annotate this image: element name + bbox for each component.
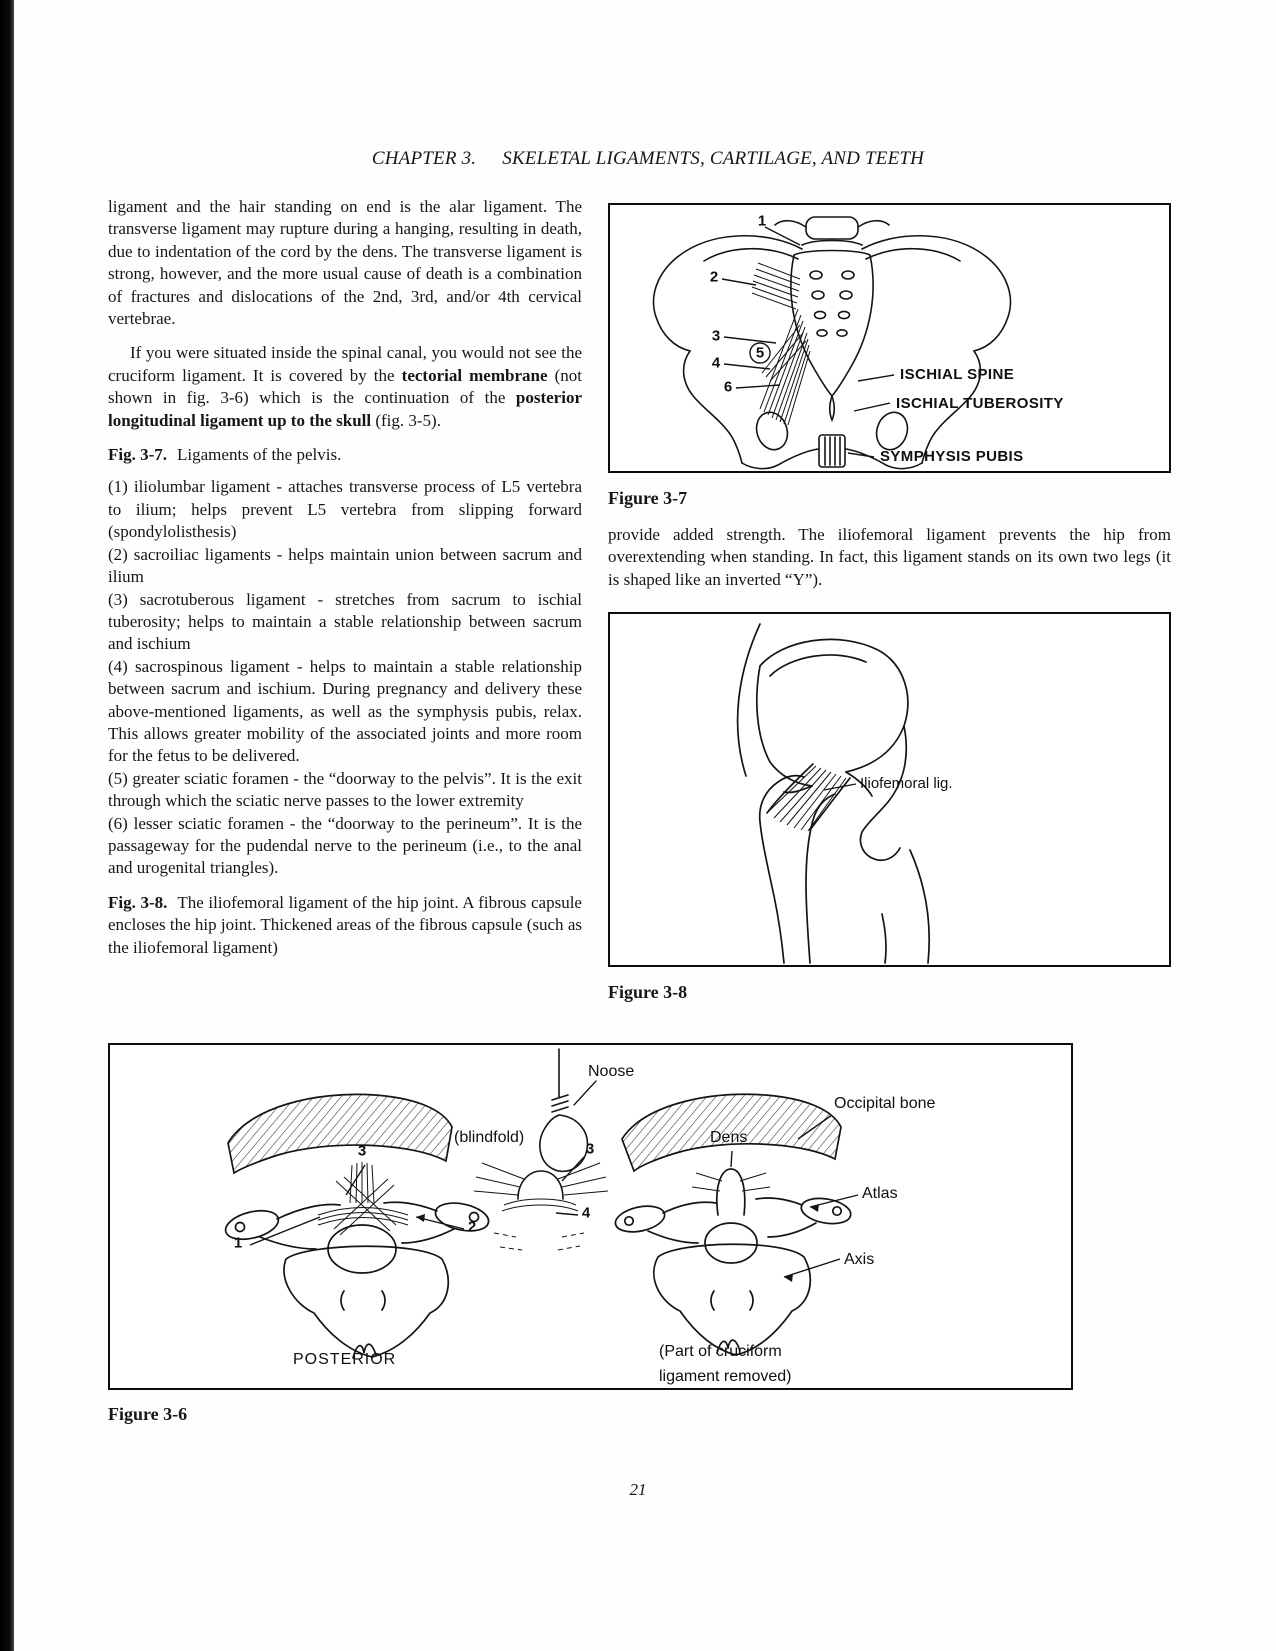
fig-3-7-caption: Fig. 3-7. Ligaments of the pelvis. — [108, 444, 582, 466]
hip-joint-drawing — [736, 623, 931, 965]
symphysis-pubis-label: SYMPHYSIS PUBIS — [880, 448, 1024, 465]
fig-3-7-caption-text: Ligaments of the pelvis. — [177, 445, 342, 465]
dens-label: Dens — [710, 1129, 748, 1146]
text-segment: (fig. 3-5). — [371, 410, 441, 430]
atlas-label: Atlas — [862, 1185, 898, 1202]
bold-posterior-longitudinal-ligament: posterior longitudinal ligament up to th… — [108, 388, 582, 430]
chapter-title: SKELETAL LIGAMENTS, CARTILAGE, AND TEETH — [502, 148, 925, 169]
fig37-number-2: 2 — [709, 268, 719, 286]
fig-3-8-caption-text: The iliofemoral ligament of the hip join… — [108, 892, 582, 957]
axis-label: Axis — [844, 1251, 875, 1268]
fig36-number-3-mid: 3 — [585, 1140, 595, 1158]
scan-edge-artifact — [0, 0, 14, 1651]
paragraph-iliofemoral: provide added strength. The iliofemoral … — [608, 525, 1171, 589]
list-item: (1) iliolumbar ligament - attaches trans… — [108, 477, 582, 542]
fig-3-8-caption-label: Fig. 3-8. — [108, 892, 168, 912]
list-item: (3) sacrotuberous ligament - stretches f… — [108, 589, 582, 654]
cervical-vertebrae-drawing — [224, 1048, 859, 1359]
list-item: (2) sacroiliac ligaments - helps maintai… — [108, 544, 582, 587]
cruciform-note-line2: ligament removed) — [659, 1368, 792, 1385]
list-item: (5) greater sciatic foramen - the “doorw… — [108, 768, 582, 811]
ischial-spine-label: ISCHIAL SPINE — [900, 366, 1015, 383]
text-segment: (not shown in fig. 3-6) which is the con… — [108, 365, 582, 408]
fig36-number-4-mid: 4 — [581, 1204, 591, 1222]
fig37-number-4: 4 — [711, 354, 721, 372]
text-segment: If you were situated inside the spinal c… — [108, 343, 582, 385]
figure-3-8-label: Figure 3-8 — [608, 982, 688, 1003]
cruciform-note-line1: (Part of cruciform — [659, 1343, 782, 1360]
pelvis-drawing — [652, 216, 1012, 470]
blindfold-label: (blindfold) — [454, 1129, 525, 1146]
figure-3-7-label: Figure 3-7 — [608, 488, 688, 508]
figure-3-7: 1 2 3 4 5 6 ISCHIAL SPINE ISCHIAL TUBERO… — [608, 203, 1171, 473]
chapter-header: CHAPTER 3. SKELETAL LIGAMENTS, CARTILAGE,… — [20, 148, 1276, 170]
iliofemoral-ligament-label: Iliofemoral lig. — [860, 775, 953, 793]
paragraph-cruciform: If you were situated inside the spinal c… — [108, 342, 582, 432]
fig-3-7-caption-label: Fig. 3-7. — [108, 445, 168, 465]
ischial-tuberosity-label: ISCHIAL TUBEROSITY — [896, 395, 1064, 412]
occipital-bone-label: Occipital bone — [834, 1095, 936, 1112]
figure-3-6: Noose (blindfold) Occipital bone Dens At… — [108, 1043, 1073, 1390]
paragraph-alar-ligament: ligament and the hair standing on end is… — [108, 197, 582, 329]
chapter-number: CHAPTER 3. — [371, 148, 477, 169]
posterior-label: POSTERIOR — [293, 1351, 397, 1368]
fig37-number-3: 3 — [711, 327, 721, 345]
figure-3-8: Iliofemoral lig. — [608, 612, 1171, 968]
bold-tectorial-membrane: tectorial membrane — [401, 365, 548, 385]
page-number: 21 — [629, 1480, 647, 1499]
figure-3-6-label: Figure 3-6 — [108, 1404, 188, 1424]
left-column: ligament and the hair standing on end is… — [108, 196, 582, 959]
fig36-number-1-left: 1 — [233, 1234, 243, 1252]
list-item: (4) sacrospinous ligament - helps to mai… — [108, 656, 582, 766]
fig36-number-2-left: 2 — [467, 1218, 477, 1236]
right-column: 1 2 3 4 5 6 ISCHIAL SPINE ISCHIAL TUBERO… — [608, 203, 1171, 1003]
fig-3-8-caption: Fig. 3-8.The iliofemoral ligament of the… — [108, 892, 582, 959]
pelvis-ligament-list: (1) iliolumbar ligament - attaches trans… — [108, 476, 582, 879]
list-item: (6) lesser sciatic foramen - the “doorwa… — [108, 813, 582, 878]
fig37-number-6: 6 — [723, 378, 733, 396]
fig37-number-5: 5 — [755, 344, 765, 362]
fig36-number-3-left: 3 — [357, 1142, 367, 1160]
fig37-number-1: 1 — [757, 212, 767, 230]
noose-label: Noose — [588, 1063, 635, 1080]
